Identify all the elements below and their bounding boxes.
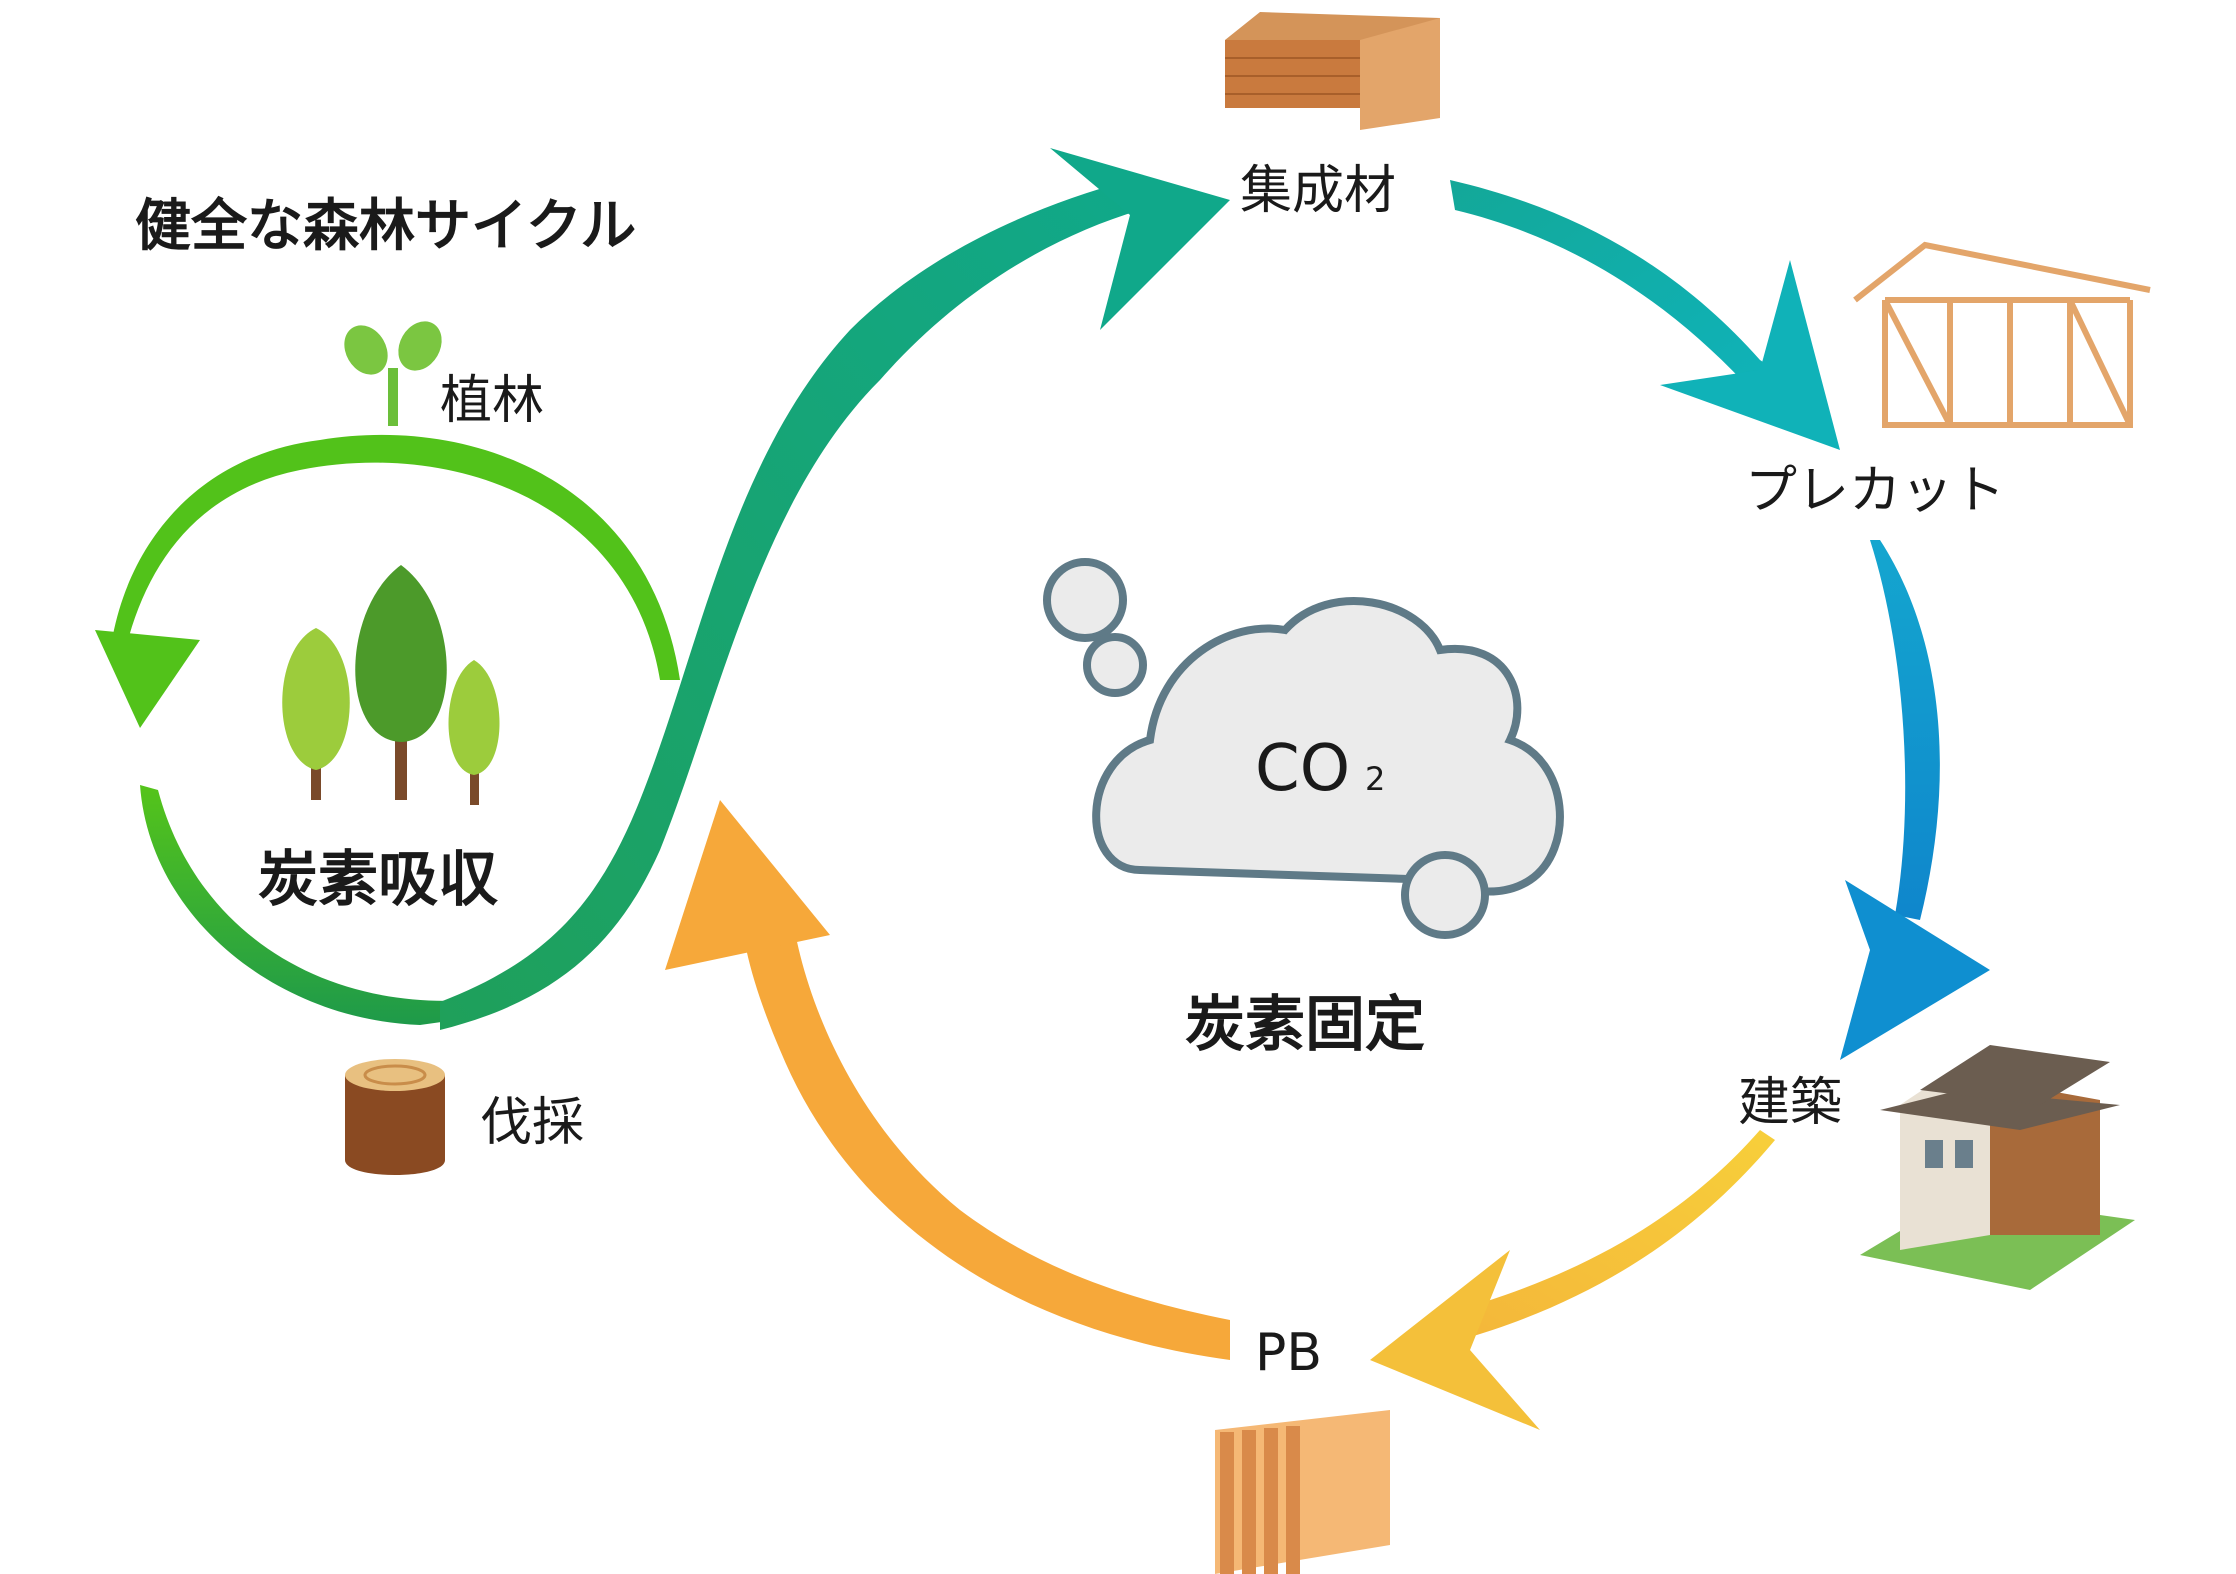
s-arrow-to-laminated [440, 148, 1230, 1030]
label-carbon-absorption: 炭素吸収 [258, 845, 498, 915]
laminated-wood-icon [1225, 12, 1440, 130]
stump-icon [345, 1059, 445, 1175]
label-building: 建築 [1738, 1073, 1842, 1133]
label-laminated-wood: 集成材 [1240, 161, 1396, 221]
two-story-house-icon [1860, 1045, 2135, 1290]
label-felling: 伐採 [480, 1093, 584, 1153]
label-pb: PB [1255, 1323, 1322, 1383]
frame-house-icon [1853, 241, 2151, 428]
particle-board-icon [1215, 1410, 1390, 1574]
arrow-precut-to-building [1840, 540, 1990, 1060]
circle-arrow-top [95, 434, 680, 728]
label-precut: プレカット [1745, 461, 2005, 521]
label-carbon-fixation: 炭素固定 [1185, 990, 1425, 1060]
arrow-building-to-pb [1370, 1130, 1775, 1430]
diagram-title: 健全な森林サイクル [135, 194, 636, 259]
circle-arrow-bottom [140, 785, 470, 1025]
label-planting: 植林 [440, 371, 544, 431]
arrow-laminated-to-precut [1450, 180, 1840, 450]
label-co2: CO [1255, 732, 1350, 806]
co2-cloud-icon [1043, 558, 1564, 939]
trees-icon [282, 565, 500, 805]
arrow-pb-to-forest [665, 800, 1230, 1360]
sprout-icon [344, 321, 442, 426]
label-co2-subscript: 2 [1365, 760, 1385, 798]
